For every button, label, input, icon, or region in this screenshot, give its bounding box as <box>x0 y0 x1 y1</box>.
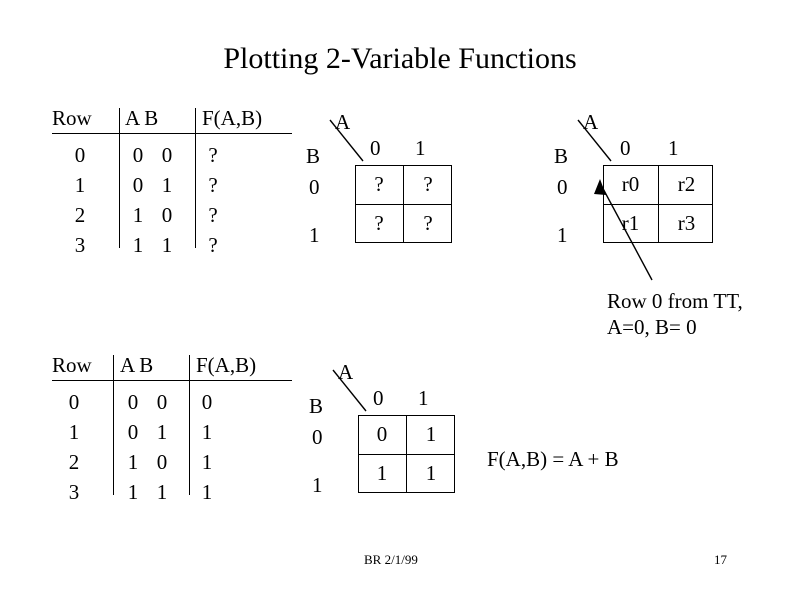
tt-bottom-row0-b: 0 <box>156 390 168 414</box>
tt-bottom-vline-1 <box>113 355 114 495</box>
kmap-bottom: A B 0 1 0 1 0 1 1 1 <box>300 362 460 502</box>
kmap-top-left-cell-00: ? <box>374 172 384 196</box>
kmap-top-right-col-label-0: 0 <box>620 136 631 160</box>
tt-top-row1-a: 0 <box>132 173 144 197</box>
kmap-top-left-cell-11: ? <box>423 211 433 235</box>
tt-top-row0-f: ? <box>208 143 218 167</box>
tt-bottom-header-rule <box>52 380 292 381</box>
tt-bottom-row1-f: 1 <box>201 420 213 444</box>
tt-top-header-f: F(A,B) <box>202 106 263 130</box>
kmap-top-right-row-label-1: 1 <box>557 223 568 247</box>
tt-bottom-row3-a: 1 <box>127 480 139 504</box>
tt-bottom-header-ab: A B <box>120 353 154 377</box>
tt-top-row3-f: ? <box>208 233 218 257</box>
kmap-top-left-row-label-1: 1 <box>309 223 320 247</box>
kmap-top-left-row-label-0: 0 <box>309 175 320 199</box>
tt-top-vline-2 <box>195 108 196 248</box>
kmap-top-right-cell-10: r1 <box>621 211 640 235</box>
tt-bottom-header-f: F(A,B) <box>196 353 257 377</box>
tt-top-vline-1 <box>119 108 120 248</box>
tt-bottom-row0-f: 0 <box>201 390 213 414</box>
tt-top-header-ab: A B <box>125 106 159 130</box>
kmap-top-left-cell-10: ? <box>374 211 384 235</box>
footer-page-number: 17 <box>714 552 727 567</box>
tt-bottom-row2-f: 1 <box>201 450 213 474</box>
tt-top-row2-a: 1 <box>132 203 144 227</box>
tt-top-row3-b: 1 <box>161 233 173 257</box>
kmap-bottom-diagonal <box>300 362 460 502</box>
page-title: Plotting 2-Variable Functions <box>223 42 577 75</box>
function-equation: F(A,B) = A + B <box>487 447 619 471</box>
kmap-bottom-row-label-1: 1 <box>312 473 323 497</box>
kmap-bottom-cell-11: 1 <box>425 461 437 485</box>
kmap-bottom-row-label-0: 0 <box>312 425 323 449</box>
kmap-bottom-gridline-h <box>358 454 455 455</box>
tt-bottom-row1-b: 1 <box>156 420 168 444</box>
callout-arrow <box>580 175 690 285</box>
callout-annotation-line2: A=0, B= 0 <box>607 315 697 340</box>
footer-date: BR 2/1/99 <box>364 552 418 567</box>
callout-annotation-line1: Row 0 from TT, <box>607 289 743 313</box>
truth-table-bottom: Row A B F(A,B) 0 0 0 0 1 0 1 1 2 1 0 1 3… <box>52 353 292 503</box>
tt-bottom-vline-2 <box>189 355 190 495</box>
kmap-top-right-cell-00: r0 <box>621 172 640 196</box>
kmap-top-left-diagonal <box>300 112 460 252</box>
kmap-top-left: A B 0 1 0 1 ? ? ? ? <box>300 112 460 252</box>
tt-top-row3-a: 1 <box>132 233 144 257</box>
tt-top-row1-f: ? <box>208 173 218 197</box>
tt-bottom-row3-b: 1 <box>156 480 168 504</box>
tt-bottom-header-row: Row <box>52 353 92 377</box>
kmap-bottom-cell-00: 0 <box>376 422 388 446</box>
tt-top-row2-f: ? <box>208 203 218 227</box>
tt-top-header-rule <box>52 133 292 134</box>
kmap-top-right-gridline-h <box>603 204 713 205</box>
tt-top-header-row: Row <box>52 106 92 130</box>
kmap-top-left-var-col: A <box>335 110 351 134</box>
tt-bottom-row0-index: 0 <box>68 390 80 414</box>
kmap-top-left-var-row: B <box>306 144 321 168</box>
kmap-top-right-row-label-0: 0 <box>557 175 568 199</box>
kmap-top-right-diagonal <box>540 112 720 252</box>
tt-bottom-row2-a: 1 <box>127 450 139 474</box>
kmap-bottom-cell-01: 1 <box>425 422 437 446</box>
tt-bottom-row1-a: 0 <box>127 420 139 444</box>
tt-top-row2-index: 2 <box>74 203 86 227</box>
kmap-top-left-col-label-1: 1 <box>415 136 426 160</box>
tt-top-row0-index: 0 <box>74 143 86 167</box>
tt-top-row0-a: 0 <box>132 143 144 167</box>
kmap-bottom-var-col: A <box>338 360 354 384</box>
kmap-bottom-col-label-0: 0 <box>373 386 384 410</box>
kmap-bottom-col-label-1: 1 <box>418 386 429 410</box>
tt-top-row2-b: 0 <box>161 203 173 227</box>
kmap-top-left-gridline-h <box>355 204 452 205</box>
tt-top-row0-b: 0 <box>161 143 173 167</box>
tt-bottom-row0-a: 0 <box>127 390 139 414</box>
tt-top-row1-index: 1 <box>74 173 86 197</box>
kmap-bottom-cell-10: 1 <box>376 461 388 485</box>
tt-top-row3-index: 3 <box>74 233 86 257</box>
kmap-top-right-cell-01: r2 <box>677 172 696 196</box>
kmap-top-right-col-label-1: 1 <box>668 136 679 160</box>
kmap-top-right: A B 0 1 0 1 r0 r2 r1 r3 <box>540 112 720 252</box>
kmap-top-right-cell-11: r3 <box>677 211 696 235</box>
kmap-top-left-cell-01: ? <box>423 172 433 196</box>
tt-top-row1-b: 1 <box>161 173 173 197</box>
kmap-top-right-var-col: A <box>583 110 599 134</box>
kmap-top-right-var-row: B <box>554 144 569 168</box>
callout-annotation: Row 0 from TT, A=0, B= 0 <box>607 288 743 341</box>
kmap-top-left-col-label-0: 0 <box>370 136 381 160</box>
tt-bottom-row3-f: 1 <box>201 480 213 504</box>
truth-table-top: Row A B F(A,B) 0 0 0 ? 1 0 1 ? 2 1 0 ? 3… <box>52 106 292 256</box>
tt-bottom-row1-index: 1 <box>68 420 80 444</box>
kmap-bottom-var-row: B <box>309 394 324 418</box>
tt-bottom-row2-b: 0 <box>156 450 168 474</box>
tt-bottom-row3-index: 3 <box>68 480 80 504</box>
tt-bottom-row2-index: 2 <box>68 450 80 474</box>
